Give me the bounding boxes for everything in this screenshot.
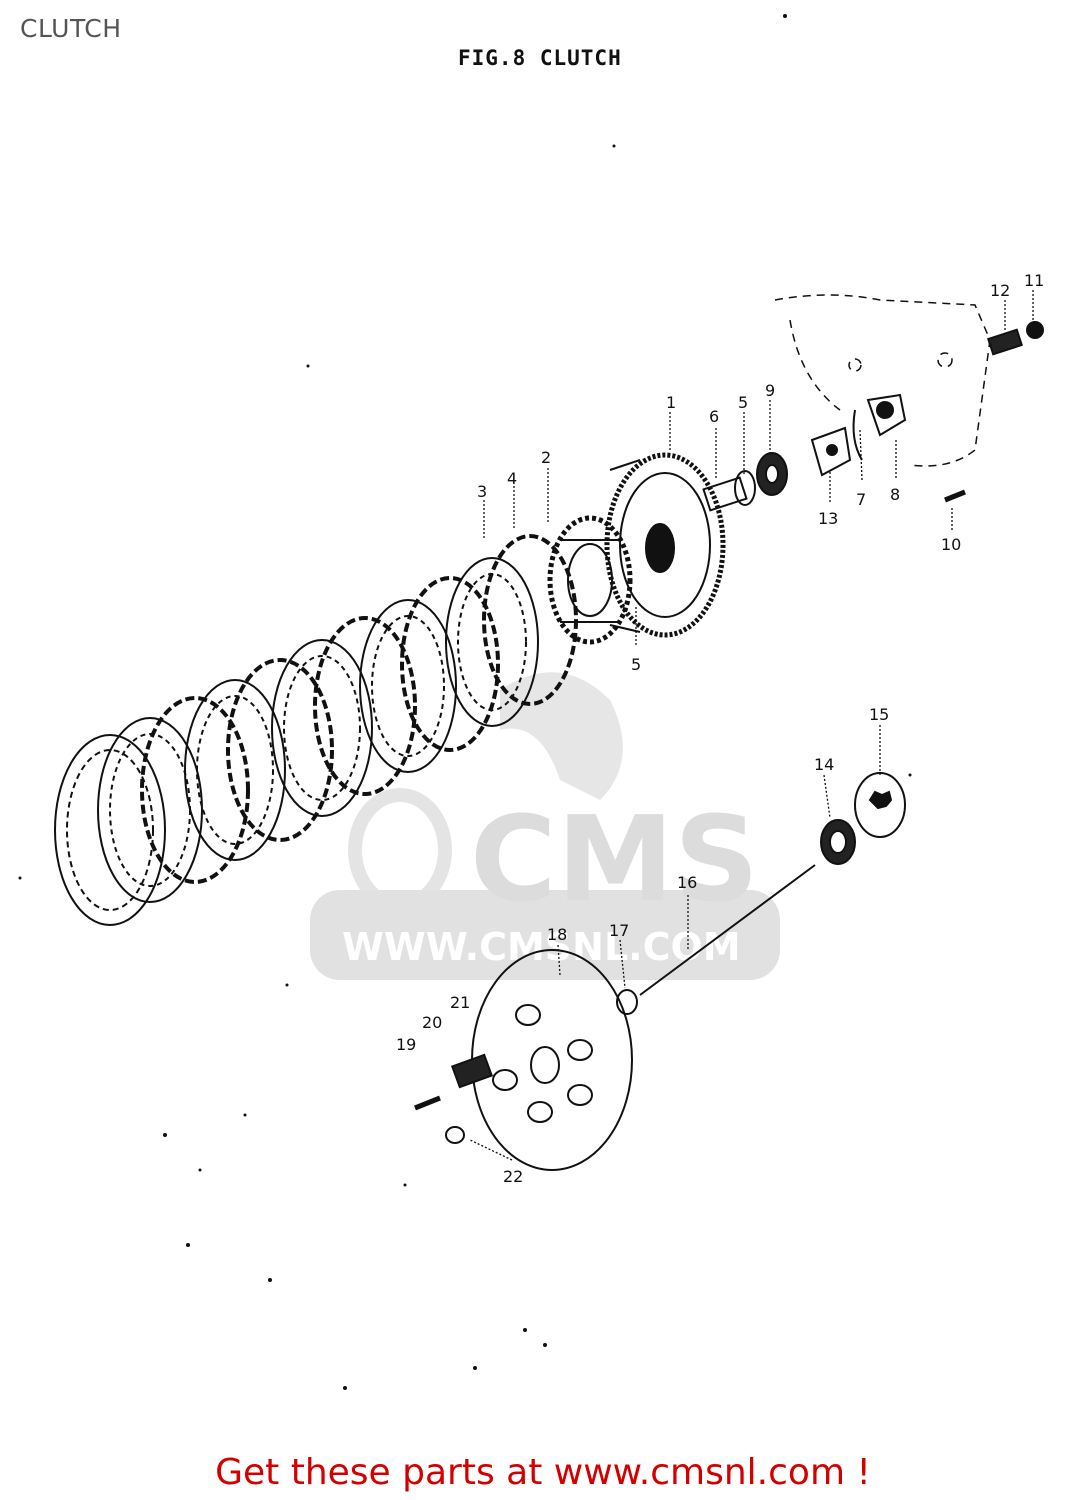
callout-21: 21 (450, 993, 470, 1012)
callout-16: 16 (677, 873, 697, 892)
callout-20: 20 (422, 1013, 442, 1032)
callout-1: 1 (666, 393, 676, 412)
page-title: CLUTCH (20, 14, 122, 43)
callout-5-lower: 5 (631, 655, 641, 674)
clutch-cover-outline (774, 294, 991, 467)
callout-3: 3 (477, 482, 487, 501)
shaft-spacer-bearing (702, 452, 788, 512)
callout-2: 2 (541, 448, 551, 467)
callout-8: 8 (890, 485, 900, 504)
cms-watermark: CMS WWW.CMSNL.COM (310, 672, 780, 980)
figure-caption: FIG.8 CLUTCH (458, 46, 622, 70)
cmsnl-footer-link[interactable]: Get these parts at www.cmsnl.com ! (215, 1452, 871, 1493)
callout-15: 15 (869, 705, 889, 724)
primary-driven-gear-housing (604, 452, 726, 638)
callout-numbers: 1 2 3 4 5 5 6 7 8 9 10 11 12 13 14 15 16… (396, 271, 1044, 1186)
callout-6: 6 (709, 407, 719, 426)
callout-10: 10 (941, 535, 961, 554)
callout-22: 22 (503, 1167, 523, 1186)
scan-specks (18, 14, 912, 1390)
callout-12: 12 (990, 281, 1010, 300)
pressure-plate-assembly (414, 772, 906, 1171)
callout-14: 14 (814, 755, 834, 774)
callout-17: 17 (609, 921, 629, 940)
callout-9: 9 (765, 381, 775, 400)
release-mechanism (810, 393, 907, 477)
callout-19: 19 (396, 1035, 416, 1054)
adjuster-screw-nut (944, 321, 1044, 503)
clutch-plate-stack (54, 534, 578, 926)
watermark-url: WWW.CMSNL.COM (342, 925, 741, 969)
callout-18: 18 (547, 925, 567, 944)
clutch-sleeve-hub (547, 515, 633, 645)
leader-lines (469, 290, 1034, 1161)
callout-7: 7 (856, 490, 866, 509)
watermark-brand: CMS (470, 790, 759, 928)
callout-5-upper: 5 (738, 393, 748, 412)
callout-11: 11 (1024, 271, 1044, 290)
callout-4: 4 (507, 469, 517, 488)
callout-13: 13 (818, 509, 838, 528)
